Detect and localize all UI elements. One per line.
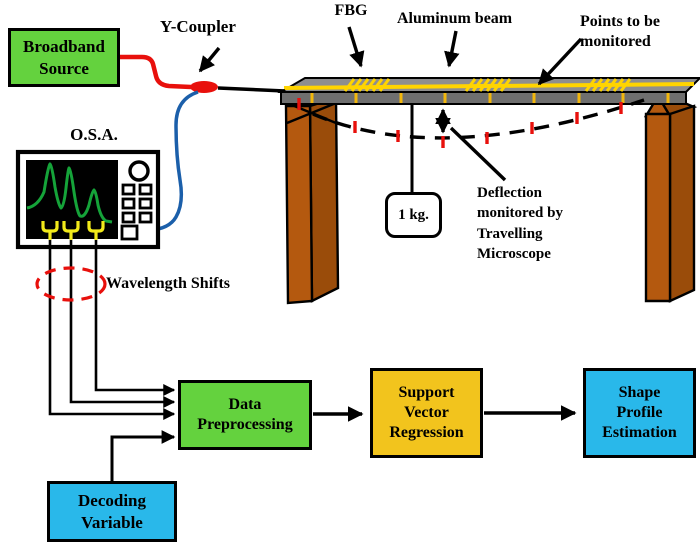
data-preprocessing-box: Data Preprocessing xyxy=(178,380,312,450)
weight-box: 1 kg. xyxy=(385,192,442,238)
decoding-arrow xyxy=(110,430,176,481)
shape-profile-estimation-box: Shape Profile Estimation xyxy=(583,368,696,458)
fbg-grating-2 xyxy=(464,78,512,92)
osa-input-port xyxy=(120,224,139,241)
deflection-red-ticks xyxy=(297,98,623,148)
fbg-grating-1 xyxy=(343,78,391,92)
decoding-variable-box: Decoding Variable xyxy=(47,481,177,542)
osa-output-lines xyxy=(48,240,176,420)
osa-knob xyxy=(128,160,150,182)
source-fiber-red xyxy=(120,54,192,90)
y-coupler-label: Y-Coupler xyxy=(160,17,236,36)
y-coupler-icon xyxy=(190,81,218,93)
aluminum-beam-label: Aluminum beam xyxy=(397,10,513,27)
deflection-label: Deflection monitored by Travelling Micro… xyxy=(477,185,563,262)
osa-buttons xyxy=(120,183,153,241)
wavelength-shifts-label: Wavelength Shifts xyxy=(106,275,231,292)
y-coupler-arrow xyxy=(198,46,221,73)
annotation-arrows xyxy=(198,26,583,182)
support-vector-regression-box: Support Vector Regression xyxy=(370,368,483,458)
deflection-arrow-shaft xyxy=(449,126,507,182)
monitored-point-ticks xyxy=(310,93,670,103)
fbg-label: FBG xyxy=(334,2,368,19)
aluminum-beam xyxy=(277,77,700,105)
right-support xyxy=(643,93,698,303)
fbg-arrow xyxy=(347,26,365,68)
coupler-to-beam-fiber xyxy=(217,86,286,93)
coupler-to-osa-fiber-blue xyxy=(137,90,199,233)
points-arrow xyxy=(537,37,583,86)
left-support xyxy=(284,96,340,305)
broadband-source-box: Broadband Source xyxy=(8,28,120,87)
osa-spectrum-trace xyxy=(26,162,113,224)
fbg-grating-3 xyxy=(584,78,632,92)
points-to-be-monitored-label: Points to be monitored xyxy=(580,13,660,50)
osa-peak-markers xyxy=(41,221,105,240)
aluminum-beam-arrow xyxy=(444,30,460,68)
osa-instrument xyxy=(15,149,161,250)
osa-label: O.S.A. xyxy=(70,125,118,144)
wavelength-shifts-ellipse xyxy=(35,266,107,302)
deflection-curve xyxy=(312,98,645,140)
